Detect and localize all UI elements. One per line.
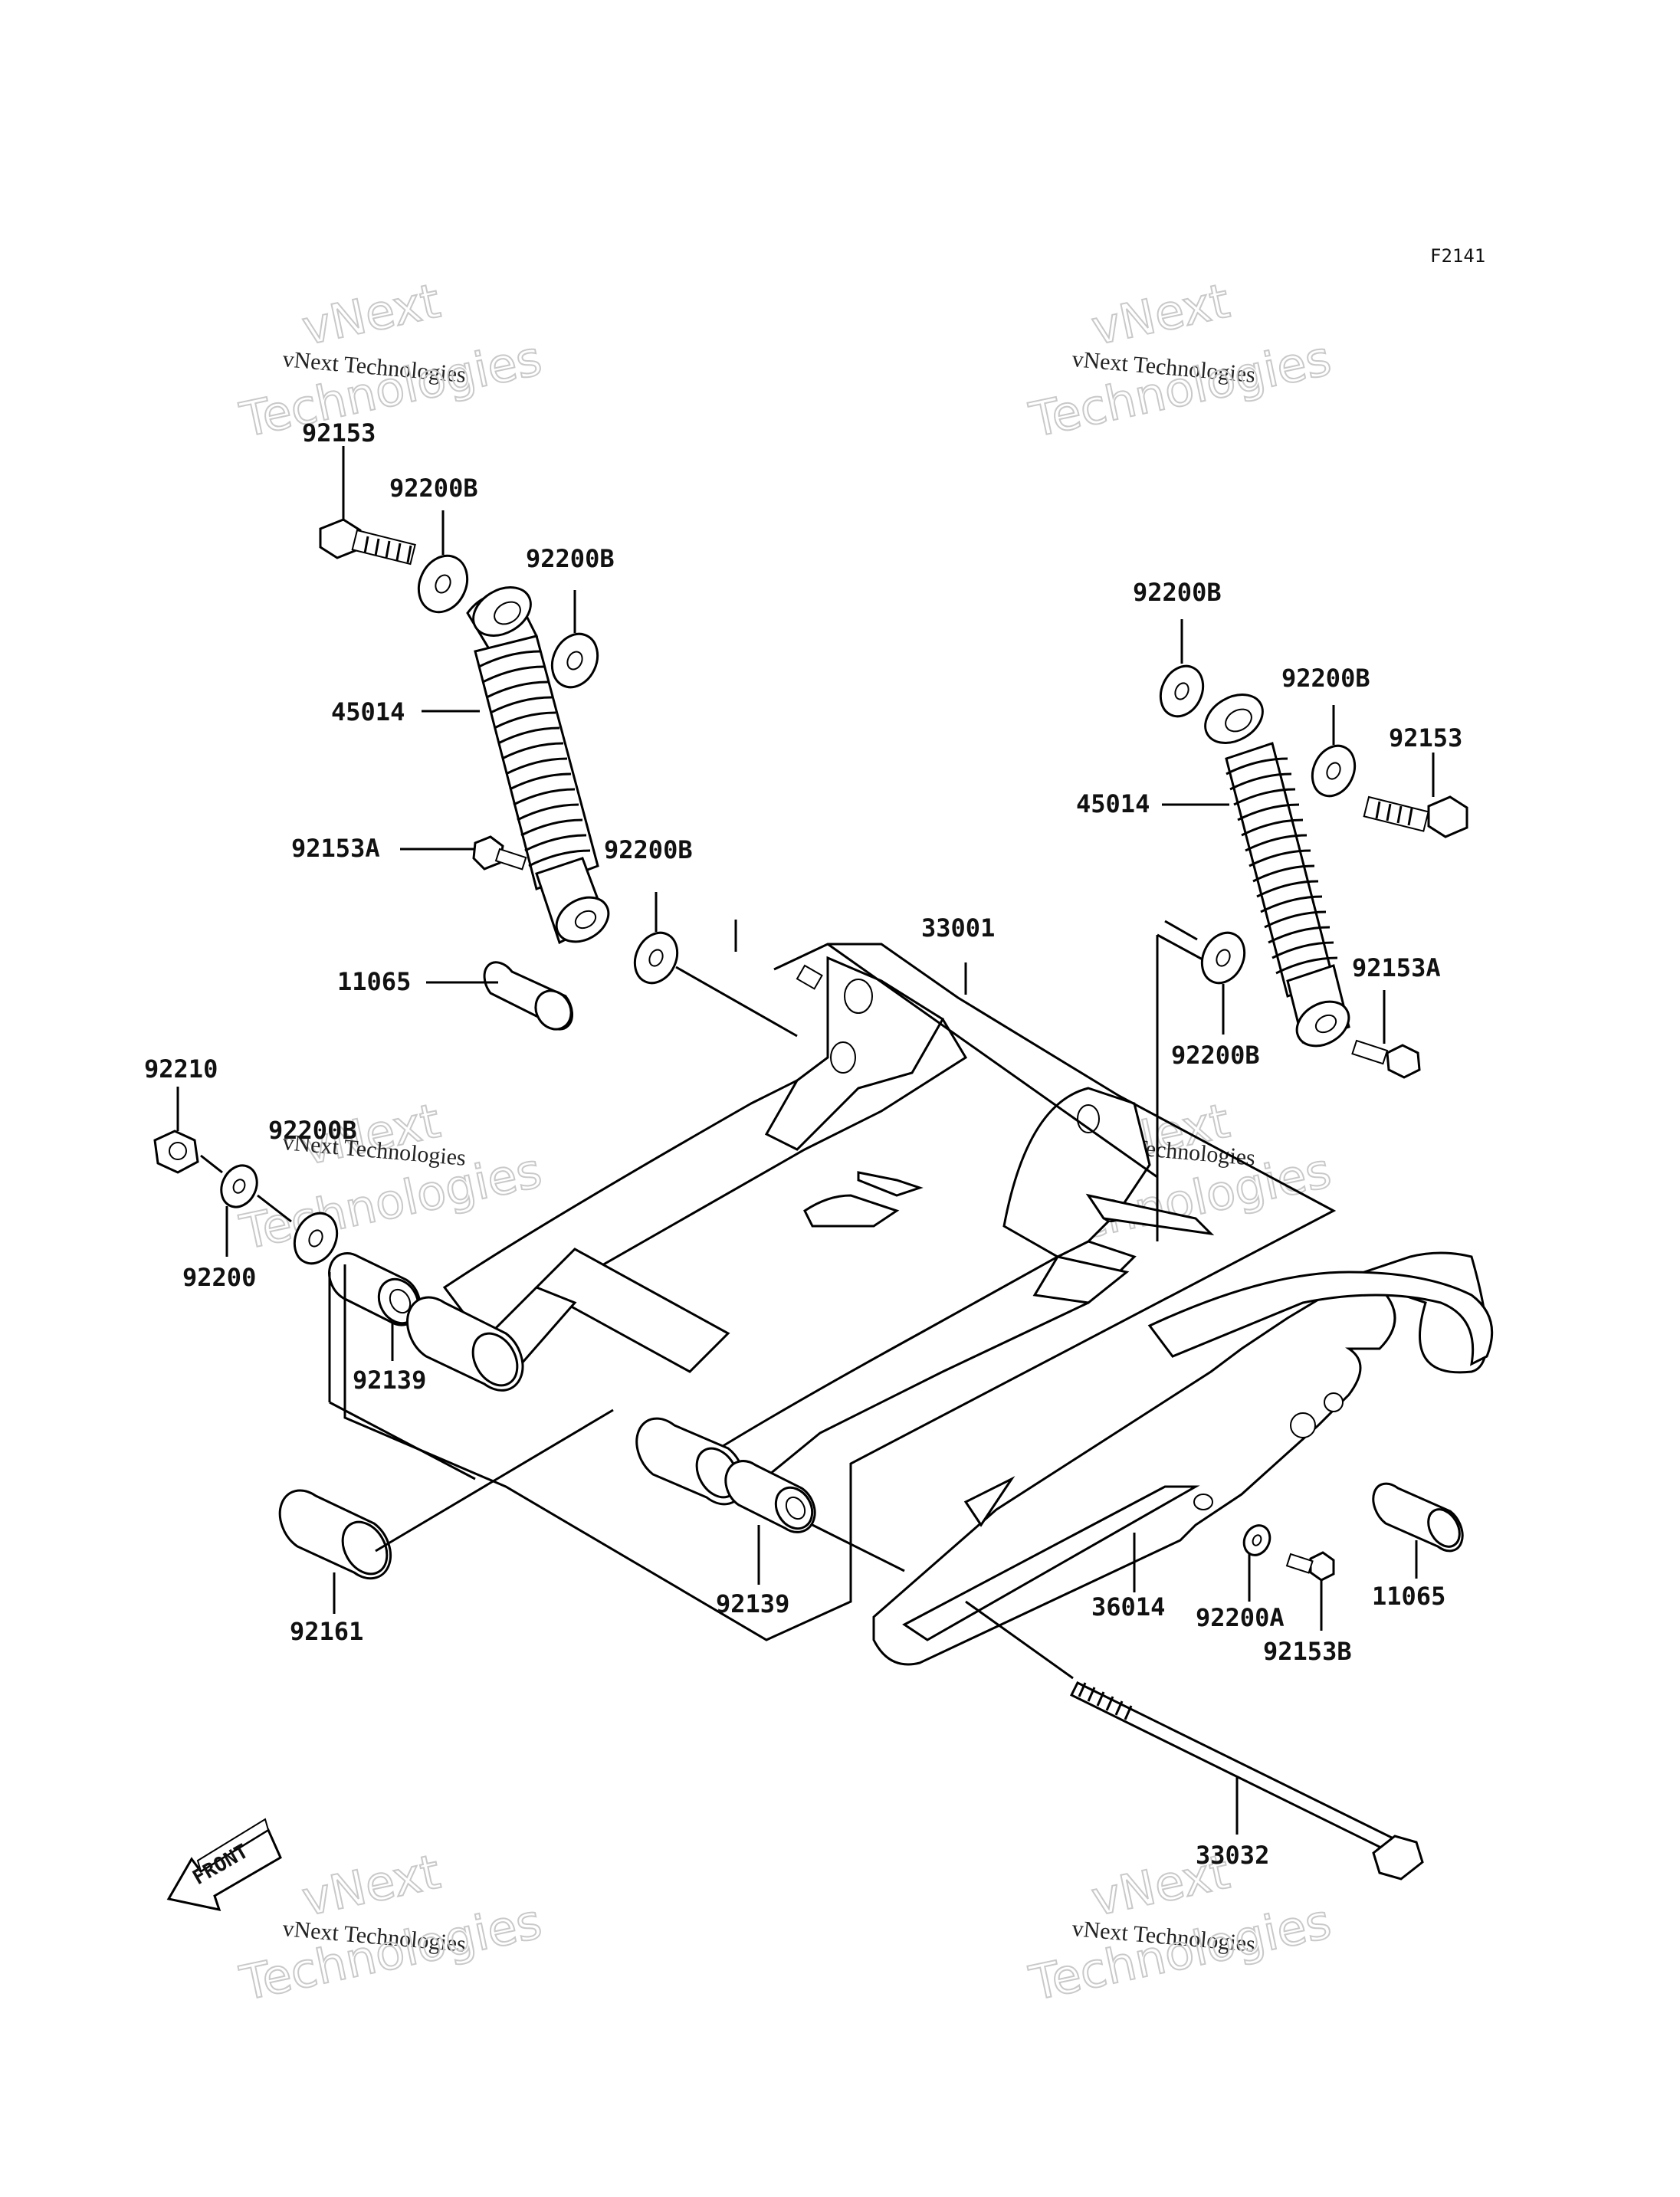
washer-92200b-r3 <box>1200 931 1246 985</box>
washer-92200b-r2 <box>1311 744 1357 798</box>
label-11065-right: 11065 <box>1372 1582 1445 1611</box>
washer-92200b-3 <box>633 931 679 985</box>
label-92153a-right: 92153A <box>1352 953 1441 982</box>
swing-arm-33001 <box>406 956 1215 1506</box>
label-92153b: 92153B <box>1263 1637 1352 1666</box>
label-92200: 92200 <box>182 1263 256 1292</box>
label-92139-right: 92139 <box>716 1589 789 1618</box>
washer-92200 <box>220 1164 258 1208</box>
washer-92200b-r1 <box>1159 664 1205 718</box>
label-33001: 33001 <box>921 913 995 943</box>
label-92161: 92161 <box>290 1617 363 1646</box>
bolt-92153-left <box>319 518 416 566</box>
watermark-top-right: vNext vNext Technologies Technologies <box>1024 272 1337 449</box>
washer-92200a <box>1242 1524 1271 1556</box>
label-92200b-r1: 92200B <box>1133 578 1222 607</box>
label-92153-left: 92153 <box>302 418 376 448</box>
label-11065-left: 11065 <box>337 967 411 996</box>
label-92153-right: 92153 <box>1389 723 1462 753</box>
label-92200b-r3: 92200B <box>1171 1041 1260 1070</box>
bushing-92139-right <box>724 1460 816 1533</box>
bolt-92153b <box>1285 1551 1335 1582</box>
figure-code: F2141 <box>1430 245 1485 267</box>
shock-spring-left <box>478 650 591 867</box>
label-36014: 36014 <box>1091 1592 1165 1622</box>
label-45014-right: 45014 <box>1076 789 1150 818</box>
bolt-92153-right <box>1363 795 1468 838</box>
label-92139-left: 92139 <box>353 1366 426 1395</box>
washer-92200b-1 <box>417 554 469 614</box>
shock-absorber-45014-left <box>466 586 610 945</box>
washer-92200b-4 <box>293 1212 339 1265</box>
nut-92210 <box>153 1130 199 1174</box>
label-92200b-3: 92200B <box>604 835 693 864</box>
label-92210: 92210 <box>144 1054 218 1084</box>
shock-spring-right <box>1226 757 1338 975</box>
shock-absorber-45014-right <box>1204 694 1350 1048</box>
label-92200b-1: 92200B <box>389 474 478 503</box>
label-92200b-4: 92200B <box>268 1116 357 1145</box>
part-labels: 92153 92200B 92200B 45014 92153A 92200B … <box>144 418 1462 1870</box>
collar-11065-left <box>483 961 573 1031</box>
label-92200b-2: 92200B <box>526 544 615 573</box>
bolt-92153a-right <box>1351 1039 1421 1079</box>
label-92200b-r2: 92200B <box>1281 664 1370 693</box>
swing-arm-callout-frame <box>343 943 1337 1641</box>
label-33032: 33032 <box>1196 1841 1269 1870</box>
label-92153a-left: 92153A <box>291 834 380 863</box>
chain-guard-36014 <box>872 1251 1494 1666</box>
washer-92200b-2 <box>550 632 599 689</box>
label-92200a: 92200A <box>1196 1603 1285 1632</box>
bushing-92161 <box>278 1489 392 1580</box>
collar-11065-right <box>1372 1482 1464 1553</box>
bolt-92153a-left <box>472 835 527 871</box>
axle-33032 <box>1069 1681 1424 1881</box>
label-45014-left: 45014 <box>331 697 405 726</box>
leader-lines <box>176 446 1435 1835</box>
